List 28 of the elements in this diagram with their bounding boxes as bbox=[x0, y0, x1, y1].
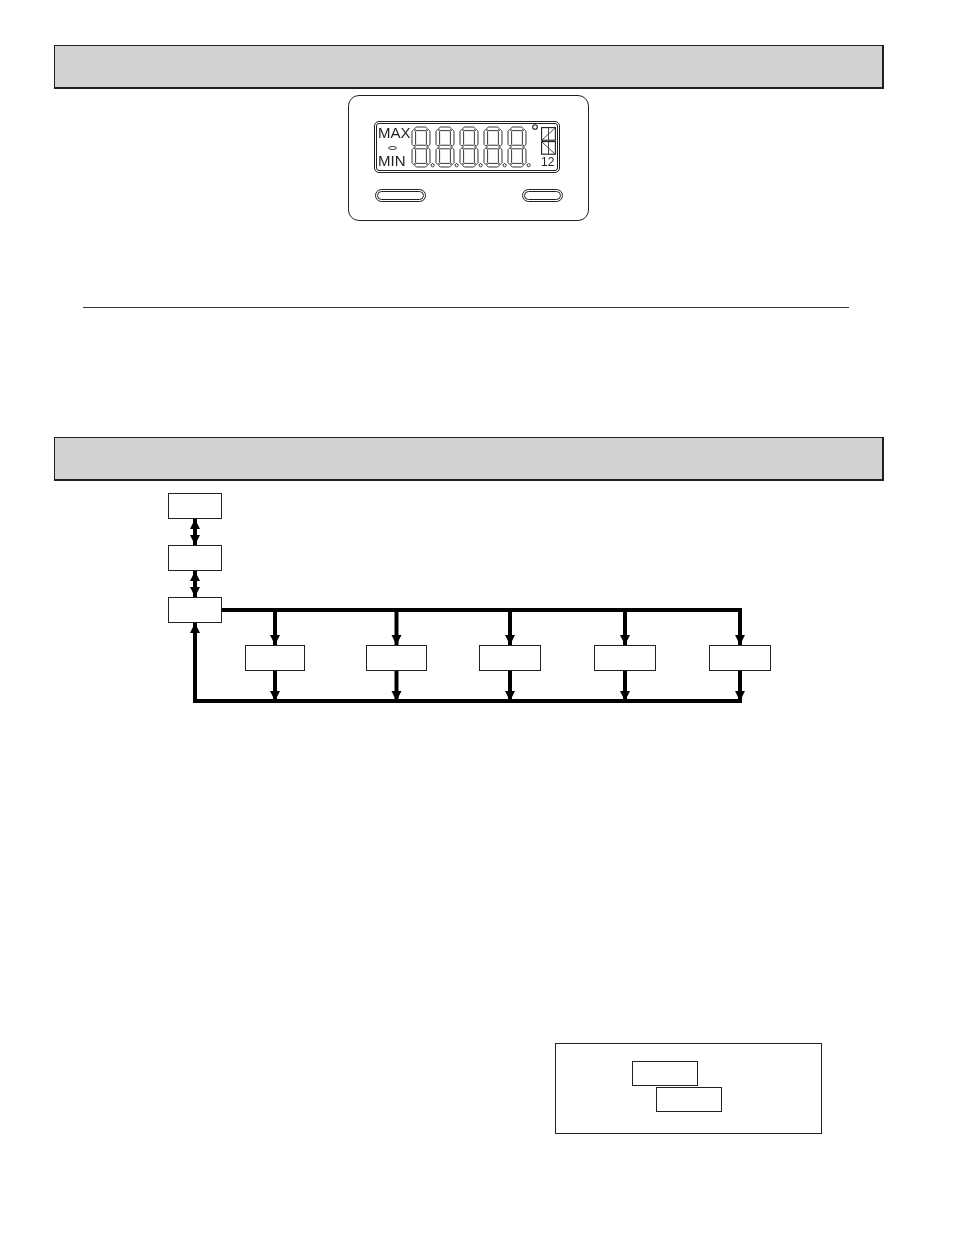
arrow bbox=[391, 671, 402, 701]
outline-frame bbox=[555, 1043, 822, 1134]
process-box bbox=[594, 645, 656, 671]
arrow bbox=[620, 610, 630, 645]
process-box bbox=[245, 645, 305, 671]
arrow bbox=[190, 519, 200, 545]
process-box bbox=[709, 645, 771, 671]
lcd-indicator-label: MIN bbox=[378, 153, 406, 168]
lcd-indicator-label: MAX bbox=[378, 125, 411, 140]
arrow bbox=[270, 610, 280, 645]
arrow bbox=[735, 610, 745, 645]
process-box bbox=[366, 645, 427, 671]
lcd-indicator-label: 12 bbox=[541, 156, 555, 168]
arrow bbox=[190, 623, 742, 703]
arrow bbox=[190, 571, 200, 597]
connector-line bbox=[222, 608, 742, 612]
arrow bbox=[505, 671, 515, 701]
arrow bbox=[391, 610, 402, 645]
process-box bbox=[168, 493, 222, 519]
arrow bbox=[620, 671, 630, 701]
process-box bbox=[632, 1061, 698, 1086]
process-box bbox=[168, 545, 222, 571]
arrow bbox=[270, 671, 280, 701]
process-box bbox=[168, 597, 222, 623]
arrow bbox=[505, 610, 515, 645]
arrow bbox=[735, 671, 745, 701]
process-box bbox=[656, 1087, 722, 1112]
process-box bbox=[479, 645, 541, 671]
